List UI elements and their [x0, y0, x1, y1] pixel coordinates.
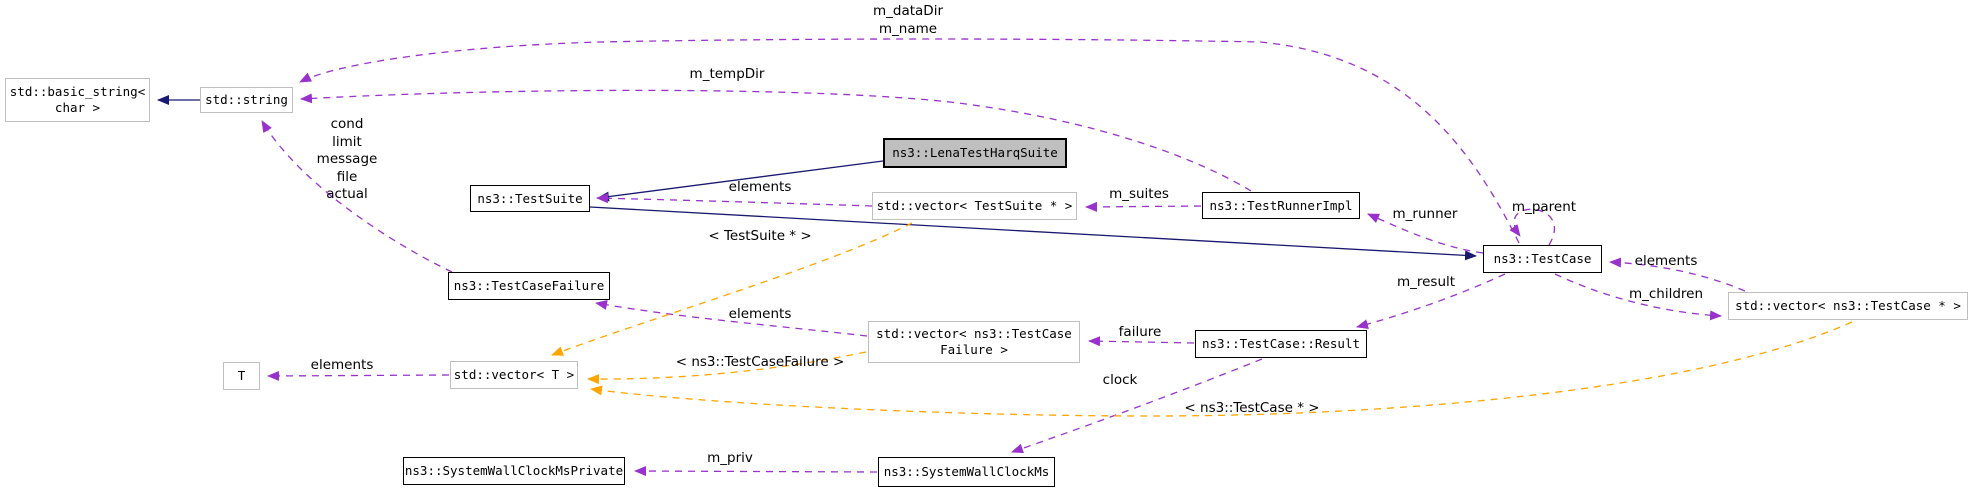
edge-label-m-priv: m_priv	[707, 450, 753, 466]
edge-elements-vects-to-testsuite	[596, 193, 873, 207]
node-ns3-testsuite[interactable]: ns3::TestSuite	[470, 185, 590, 212]
edge-m-result	[1356, 273, 1506, 329]
edge-label-m-tempdir: m_tempDir	[689, 66, 765, 82]
edge-label-m-suites: m_suites	[1109, 186, 1169, 202]
node-ns3-systemwallclockmsprivate[interactable]: ns3::SystemWallClockMsPrivate	[403, 457, 625, 485]
edge-m-priv	[634, 466, 878, 477]
edge-failure	[1088, 336, 1195, 347]
node-t[interactable]: T	[223, 362, 260, 390]
edge-cond-limit-message-file-actual	[261, 120, 453, 273]
edge-label-template-testsuite-ptr: < TestSuite * >	[708, 228, 812, 244]
edge-label-failure: failure	[1118, 324, 1162, 340]
node-std-vector-ns3-testcase[interactable]: std::vector< ns3::TestCase * >	[1728, 292, 1968, 320]
edge-label-elements-testcase: elements	[1634, 253, 1698, 269]
edge-label-m-parent: m_parent	[1511, 199, 1577, 215]
node-ns3-testcasefailure[interactable]: ns3::TestCaseFailure	[448, 272, 610, 300]
node-ns3-testcase[interactable]: ns3::TestCase	[1483, 245, 1602, 273]
edge-m-datadir-m-name	[299, 38, 1520, 244]
edge-m-runner	[1367, 213, 1484, 254]
edge-m-suites	[1085, 201, 1202, 212]
edge-m-parent-selfloop	[1509, 208, 1556, 246]
node-std-vector-t[interactable]: std::vector< T >	[450, 361, 578, 389]
edge-lena-to-testsuite	[597, 160, 884, 202]
edge-template-testsuite-ptr	[551, 222, 913, 356]
edge-label-cond-limit-message-file-actual: cond limit message file actual	[316, 116, 378, 202]
node-std-vector-testsuite[interactable]: std::vector< TestSuite * >	[872, 192, 1077, 220]
edge-testsuite-to-testcase	[589, 206, 1477, 261]
node-std-vector-ns3-testcasefailure[interactable]: std::vector< ns3::TestCase Failure >	[868, 321, 1080, 363]
edge-elements-vectcf-to-tcf	[595, 299, 868, 337]
edge-elements-vect-to-t	[267, 370, 450, 381]
node-ns3-testrunnerimpl[interactable]: ns3::TestRunnerImpl	[1202, 192, 1360, 219]
edge-label-template-testcase-ptr: < ns3::TestCase * >	[1184, 400, 1320, 416]
edge-template-testcasefailure	[587, 351, 867, 385]
node-ns3-testcase-result[interactable]: ns3::TestCase::Result	[1195, 330, 1367, 358]
edge-label-clock: clock	[1102, 372, 1138, 388]
edge-label-m-result: m_result	[1396, 274, 1456, 290]
edge-label-elements-testcasefailure: elements	[728, 306, 792, 322]
node-ns3-systemwallclockms[interactable]: ns3::SystemWallClockMs	[878, 457, 1055, 487]
edge-label-template-testcasefailure: < ns3::TestCaseFailure >	[675, 354, 845, 370]
edge-label-elements-t: elements	[310, 357, 374, 373]
node-std-basic-string[interactable]: std::basic_string< char >	[5, 78, 150, 122]
edge-m-tempdir	[300, 89, 1252, 192]
edge-clock	[1011, 358, 1263, 454]
edge-label-m-children: m_children	[1628, 286, 1704, 302]
edge-label-m-runner: m_runner	[1392, 206, 1458, 222]
node-ns3-lenatestharqsuite[interactable]: ns3::LenaTestHarqSuite	[883, 138, 1067, 168]
edge-label-elements-testsuite: elements	[728, 179, 792, 195]
node-std-string[interactable]: std::string	[200, 87, 293, 113]
edge-label-m-datadir-m-name: m_dataDir m_name	[872, 3, 944, 37]
edge-elements-vectc-to-testcase	[1609, 257, 1746, 292]
